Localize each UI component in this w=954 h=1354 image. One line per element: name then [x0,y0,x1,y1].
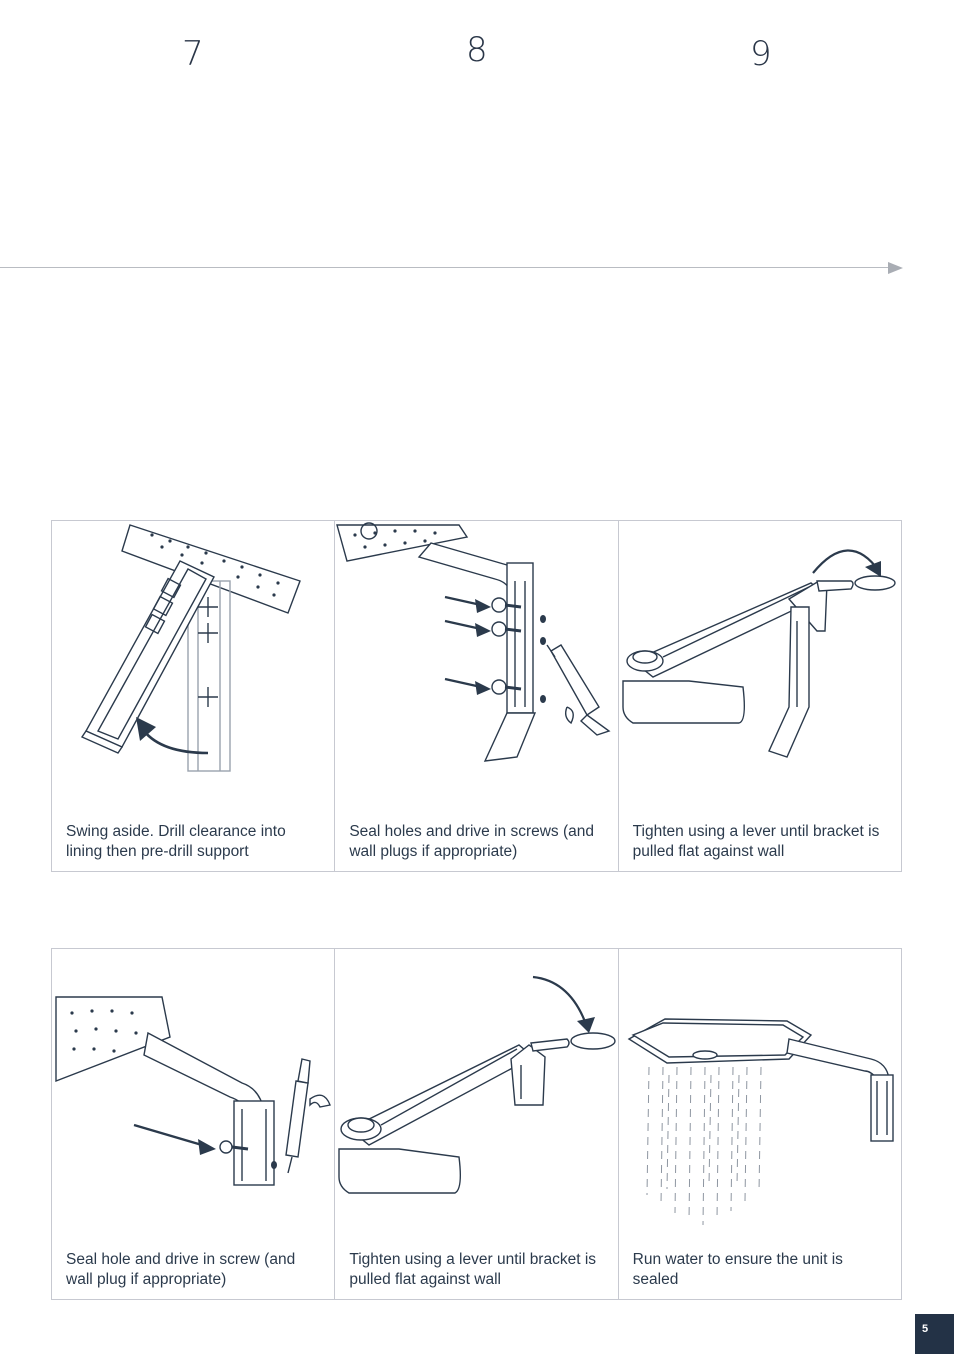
instruction-caption: Seal hole and drive in screw (and wall p… [66,1251,296,1288]
page-number-badge: 5 [915,1314,954,1354]
instruction-caption: Tighten using a lever until bracket is p… [349,1251,597,1288]
instruction-panel: Seal hole and drive in screw (and wall p… [52,949,336,1299]
tighten-lever-illustration [338,975,617,1194]
instruction-caption: Tighten using a lever until bracket is p… [632,823,880,860]
timeline-arrow-icon [888,262,903,274]
instruction-caption: Seal holes and drive in screws (and wall… [349,823,595,860]
bracket-swing-drill-illustration [80,524,301,772]
step-number-8: 8 [466,30,488,70]
instruction-caption: Swing aside. Drill clearance into lining… [66,823,286,860]
seal-screw-illustration [55,996,331,1186]
instruction-panel: Tighten using a lever until bracket is p… [335,949,619,1299]
tighten-lever-illustration [621,549,896,758]
instruction-panel: Seal holes and drive in screws (and wall… [335,521,619,871]
instruction-row-2: Seal hole and drive in screw (and wall p… [51,948,902,1300]
step-number-7: 7 [182,34,204,74]
timeline-line [0,267,893,268]
seal-screws-illustration [336,522,611,762]
shower-water-illustration [627,1018,894,1226]
step-number-9: 9 [750,34,772,74]
instruction-panel: Swing aside. Drill clearance into lining… [52,521,336,871]
instruction-row-1: Swing aside. Drill clearance into lining… [51,520,902,872]
instruction-panel: Tighten using a lever until bracket is p… [619,521,901,871]
instruction-caption: Run water to ensure the unit is sealed [632,1251,843,1288]
instruction-panel: Run water to ensure the unit is sealed [619,949,901,1299]
